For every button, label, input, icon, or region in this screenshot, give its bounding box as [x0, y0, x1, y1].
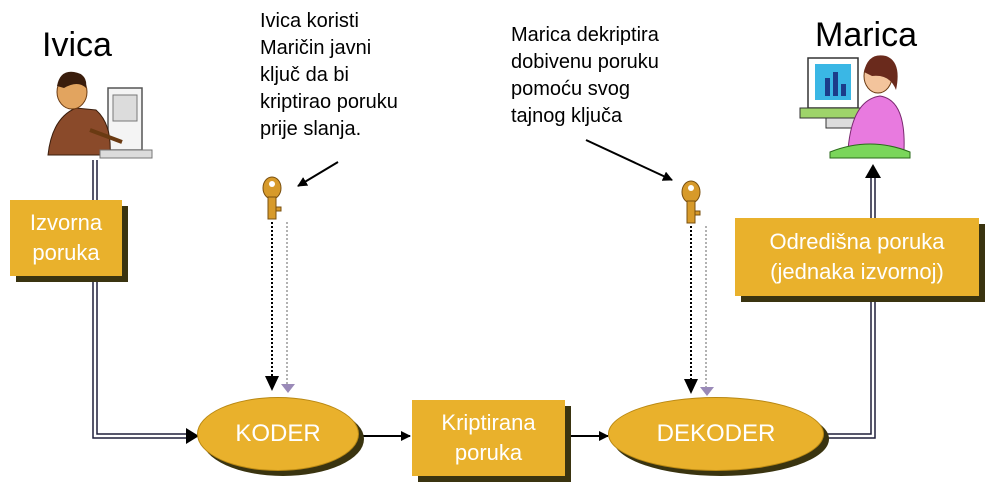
- sender-name: Ivica: [42, 26, 112, 64]
- decoder-node: DEKODER: [608, 397, 824, 471]
- encrypted-message-box: Kriptirana poruka: [412, 400, 565, 476]
- woman-at-computer-icon: [799, 55, 911, 159]
- receiver-name: Marica: [815, 16, 918, 54]
- decoder-to-receiver-connector: [824, 164, 881, 439]
- decrypt-note-pointer: [585, 139, 673, 181]
- private-key-to-decoder-line: [684, 226, 714, 396]
- man-at-computer-icon: [47, 71, 153, 159]
- destination-message-box: Odredišna poruka (jednaka izvornoj): [735, 218, 979, 296]
- decrypt-note: Marica dekriptira dobivenu poruku pomoću…: [511, 24, 659, 127]
- encoder-node: KODER: [197, 397, 359, 471]
- public-key-to-encoder-line: [265, 222, 295, 393]
- encrypt-note: Ivica koristi Maričin javni ključ da bi …: [260, 10, 398, 140]
- private-key-icon: [681, 180, 701, 224]
- public-key-icon: [262, 176, 282, 220]
- source-message-box: Izvorna poruka: [10, 200, 122, 276]
- encrypt-note-pointer: [297, 161, 339, 187]
